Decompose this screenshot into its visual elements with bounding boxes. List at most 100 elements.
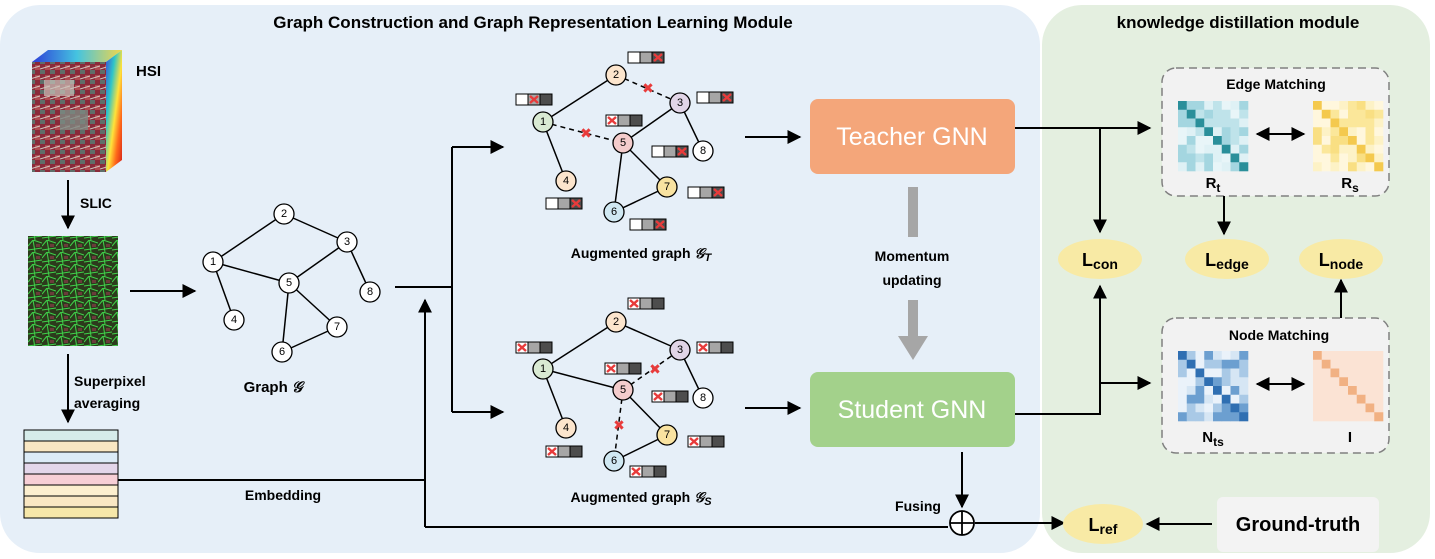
matrix-cell	[1356, 351, 1366, 361]
aug-s-node-4: 4	[555, 417, 577, 439]
matrix-cell	[1186, 109, 1196, 119]
matrix-cell	[1186, 101, 1196, 111]
svg-text:Lnode: Lnode	[1319, 250, 1364, 272]
feature-cell	[675, 145, 689, 158]
matrix-cell	[1239, 127, 1249, 137]
matrix-cell	[1321, 118, 1331, 128]
matrix-cell	[1178, 394, 1188, 404]
matrix-cell	[1178, 359, 1188, 369]
matrix-cell	[1365, 162, 1375, 172]
matrix-cell	[1204, 101, 1214, 111]
matrix-cell	[1330, 162, 1340, 172]
matrix-cell	[1204, 394, 1214, 404]
identity-label: I	[1348, 429, 1352, 446]
matrix-cell	[1221, 412, 1231, 422]
student-gnn-box: Student GNN	[810, 372, 1015, 447]
matrix-cell	[1213, 109, 1223, 119]
feature-cell	[557, 197, 571, 210]
matrix-cell	[1339, 403, 1349, 413]
feature-cell	[651, 297, 665, 310]
svg-text:✖: ✖	[613, 417, 625, 433]
matrix-cell	[1313, 127, 1323, 137]
matrix-cell	[1313, 368, 1323, 378]
matrix-cell	[1365, 368, 1375, 378]
aug-s-node-2: 2	[605, 311, 627, 333]
matrix-cell	[1213, 412, 1223, 422]
matrix-cell	[1239, 162, 1249, 172]
matrix-cell	[1365, 394, 1375, 404]
matrix-cell	[1239, 118, 1249, 128]
feature-cell	[628, 362, 642, 375]
graph-node-6: 6	[271, 341, 293, 363]
matrix-cell	[1195, 144, 1205, 154]
matrix-cell	[1230, 153, 1240, 163]
matrix-cell	[1195, 386, 1205, 396]
matrix-cell	[1230, 118, 1240, 128]
matrix-cell	[1213, 101, 1223, 111]
matrix-cell	[1221, 109, 1231, 119]
matrix-cell	[1313, 403, 1323, 413]
matrix-cell	[1365, 359, 1375, 369]
graph-node-5: 5	[278, 272, 300, 294]
matrix-cell	[1204, 359, 1214, 369]
matrix-cell	[1348, 351, 1358, 361]
matrix-cell	[1365, 403, 1375, 413]
matrix-cell	[1230, 136, 1240, 146]
matrix-cell	[1230, 377, 1240, 387]
matrix-cell	[1239, 109, 1249, 119]
matrix-cell	[1348, 377, 1358, 387]
averaging-label: averaging	[74, 395, 140, 411]
graph-node-3: 3	[336, 231, 358, 253]
matrix-cell	[1221, 386, 1231, 396]
matrix-cell	[1221, 351, 1231, 361]
svg-text:6: 6	[279, 346, 285, 358]
momentum-bar-top	[908, 187, 918, 237]
feature-cell	[605, 114, 619, 127]
matrix-cell	[1348, 412, 1358, 422]
matrix-cell	[1339, 162, 1349, 172]
matrix-cell	[1356, 162, 1366, 172]
feature-cell	[629, 218, 643, 231]
matrix-cell	[1195, 351, 1205, 361]
feature-cell	[711, 186, 725, 199]
matrix-cell	[1204, 109, 1214, 119]
svg-text:7: 7	[664, 181, 670, 193]
svg-text:5: 5	[620, 384, 626, 396]
matrix-cell	[1374, 377, 1384, 387]
matrix-cell	[1321, 101, 1331, 111]
matrix-cell	[1321, 412, 1331, 422]
student-gnn-label: Student GNN	[838, 396, 987, 424]
graph-module-title: Graph Construction and Graph Representat…	[273, 13, 792, 32]
matrix-cell	[1339, 368, 1349, 378]
aug-s-node-1: 1	[532, 358, 554, 380]
matrix-cell	[1213, 377, 1223, 387]
svg-text:3: 3	[677, 344, 683, 356]
matrix-cell	[1374, 153, 1384, 163]
feature-cell	[663, 145, 677, 158]
matrix-cell	[1321, 136, 1331, 146]
feature-cell	[569, 445, 583, 458]
matrix-cell	[1321, 386, 1331, 396]
matrix-cell	[1313, 377, 1323, 387]
feature-cell	[639, 297, 653, 310]
matrix-cell	[1178, 162, 1188, 172]
superpixel-map	[28, 236, 118, 346]
matrix-cell	[1321, 153, 1331, 163]
matrix-cell	[1374, 162, 1384, 172]
matrix-cell	[1330, 394, 1340, 404]
matrix-cell	[1239, 153, 1249, 163]
svg-text:4: 4	[563, 422, 569, 434]
matrix-cell	[1365, 136, 1375, 146]
matrix-cell	[1213, 127, 1223, 137]
matrix-cell	[1186, 127, 1196, 137]
matrix-cell	[1339, 109, 1349, 119]
matrix-cell	[1339, 351, 1349, 361]
aug-graph-t-drops: ✖ ✖	[580, 80, 654, 141]
aug-t-node-1: 1	[532, 111, 554, 133]
matrix-cell	[1204, 136, 1214, 146]
matrix-cell	[1186, 162, 1196, 172]
matrix-cell	[1321, 144, 1331, 154]
feature-cell	[641, 218, 655, 231]
momentum-arrow	[898, 300, 928, 360]
